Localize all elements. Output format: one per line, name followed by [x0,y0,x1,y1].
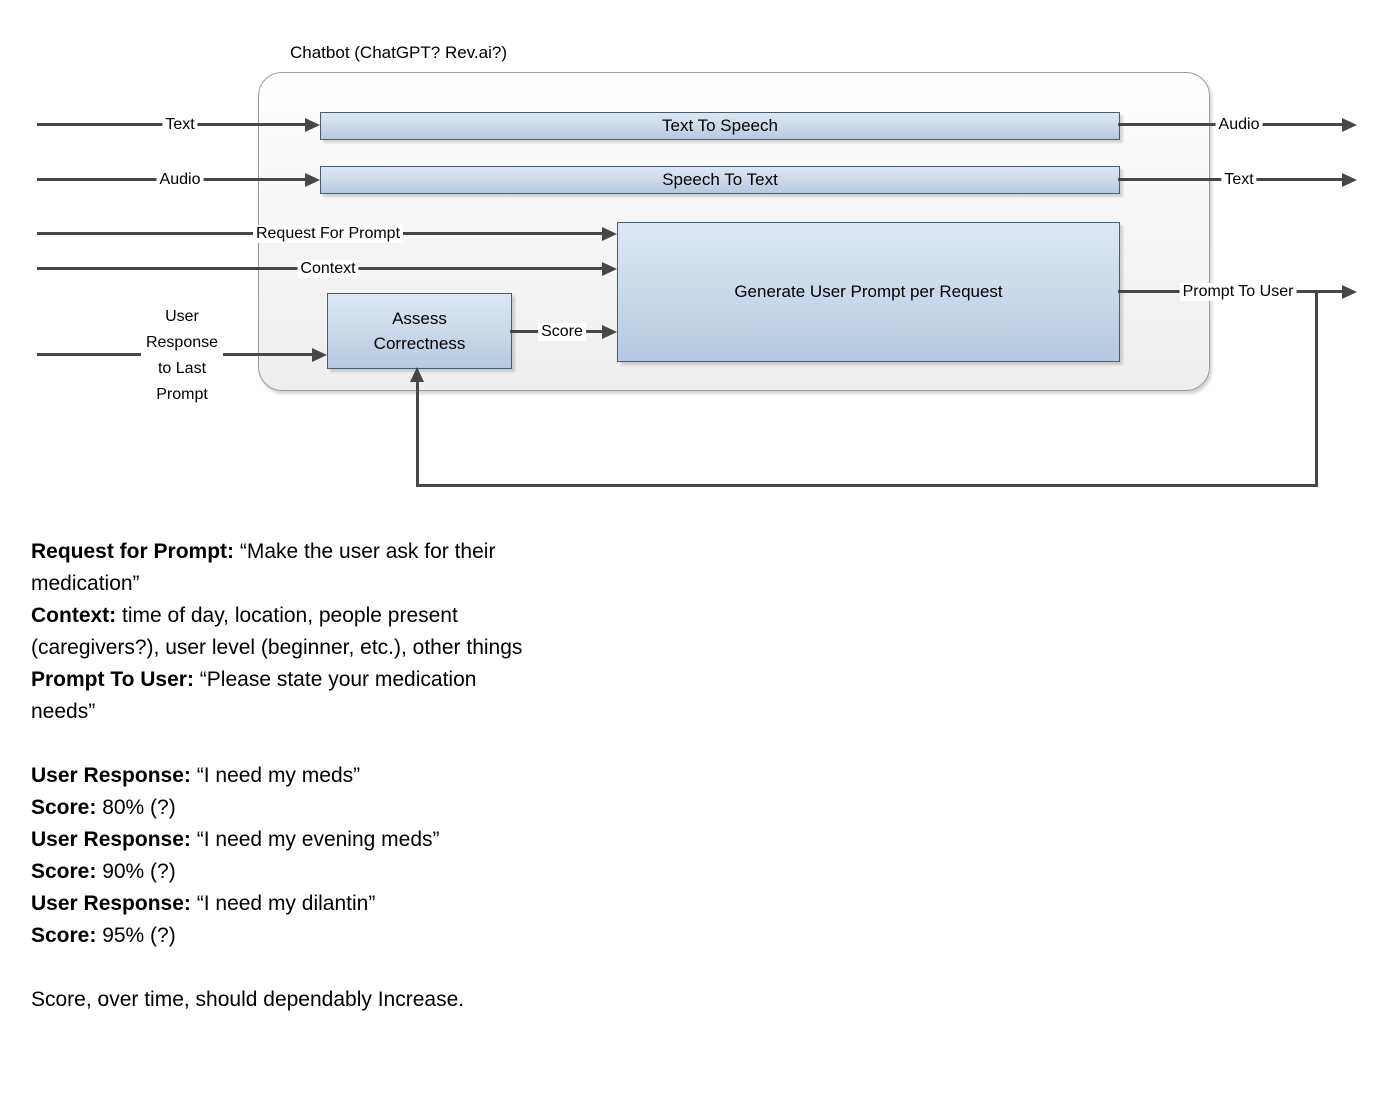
note-label: Score: [31,924,97,947]
label-user-response-to-last-prompt: User Response to Last Prompt [140,304,224,408]
note-line: Request for Prompt: “Make the user ask f… [31,536,536,600]
arrowhead-audio-out [1342,118,1357,132]
label-request-for-prompt: Request For Prompt [252,225,404,243]
arrowhead-text-out [1342,173,1357,187]
note-text: “I need my evening meds” [190,828,440,851]
note-text: “I need my meds” [190,764,361,787]
note-line: Context: time of day, location, people p… [31,600,536,664]
arrowhead-request-for-prompt [602,227,617,241]
feedback-line-across [416,484,1318,487]
node-generate-user-prompt: Generate User Prompt per Request [617,222,1120,362]
note-line: User Response: “I need my meds” [31,760,536,792]
arrowhead-prompt-to-user [1342,285,1357,299]
feedback-line-down [1315,291,1318,486]
note-text: 95% (?) [96,924,176,947]
label-prompt-to-user: Prompt To User [1179,283,1297,301]
label-output-audio: Audio [1215,116,1263,134]
note-line: Score, over time, should dependably Incr… [31,988,465,1011]
note-line: Score: 80% (?) [31,792,536,824]
node-assess-correctness: Assess Correctness [327,293,512,369]
node-speech-to-text: Speech To Text [320,166,1120,194]
node-text-to-speech-label: Text To Speech [662,116,778,135]
arrowhead-user-response [312,348,327,362]
note-label: User Response: [31,764,191,787]
label-input-text: Text [162,116,198,134]
node-assess-correctness-label: Assess Correctness [373,309,466,353]
note-label: Score: [31,796,97,819]
feedback-line-up [416,382,419,486]
node-generate-user-prompt-label: Generate User Prompt per Request [734,282,1003,301]
notes-group-responses: User Response: “I need my meds” Score: 8… [31,760,536,952]
note-text: “Make the user ask for their medication” [31,540,496,595]
arrowhead-text-in [305,118,320,132]
node-text-to-speech: Text To Speech [320,112,1120,140]
note-label: Request for Prompt: [31,540,235,563]
note-line: Prompt To User: “Please state your medic… [31,664,536,728]
note-line: User Response: “I need my evening meds” [31,824,536,856]
notes-group-prompt-context: Request for Prompt: “Make the user ask f… [31,536,536,728]
arrowhead-feedback-up [410,367,424,382]
note-text: 90% (?) [96,860,176,883]
note-line: Score: 90% (?) [31,856,536,888]
note-label: User Response: [31,828,191,851]
note-label: User Response: [31,892,191,915]
note-line: User Response: “I need my dilantin” [31,888,536,920]
label-context: Context [297,260,359,278]
note-label: Context: [31,604,117,627]
label-score: Score [538,323,586,341]
arrowhead-audio-in [305,173,320,187]
label-user-response-line-2: Response [145,334,219,351]
annotation-notes: Request for Prompt: “Make the user ask f… [31,536,536,1016]
note-text: time of day, location, people present (c… [31,604,523,659]
label-output-text: Text [1221,171,1257,189]
note-label: Score: [31,860,97,883]
node-speech-to-text-label: Speech To Text [662,170,778,189]
note-text: “I need my dilantin” [190,892,376,915]
label-user-response-line-3: to Last [157,360,207,377]
label-user-response-line-4: Prompt [156,386,208,403]
diagram-title: Chatbot (ChatGPT? Rev.ai?) [290,43,507,62]
note-label: Prompt To User: [31,668,194,691]
arrowhead-score [602,325,617,339]
label-user-response-line-1: User [165,308,199,325]
note-text: 80% (?) [96,796,176,819]
arrowhead-context [602,262,617,276]
note-line: Score: 95% (?) [31,920,536,952]
notes-group-conclusion: Score, over time, should dependably Incr… [31,984,536,1016]
label-input-audio: Audio [156,171,204,189]
note-text: “Please state your medication needs” [31,668,477,723]
